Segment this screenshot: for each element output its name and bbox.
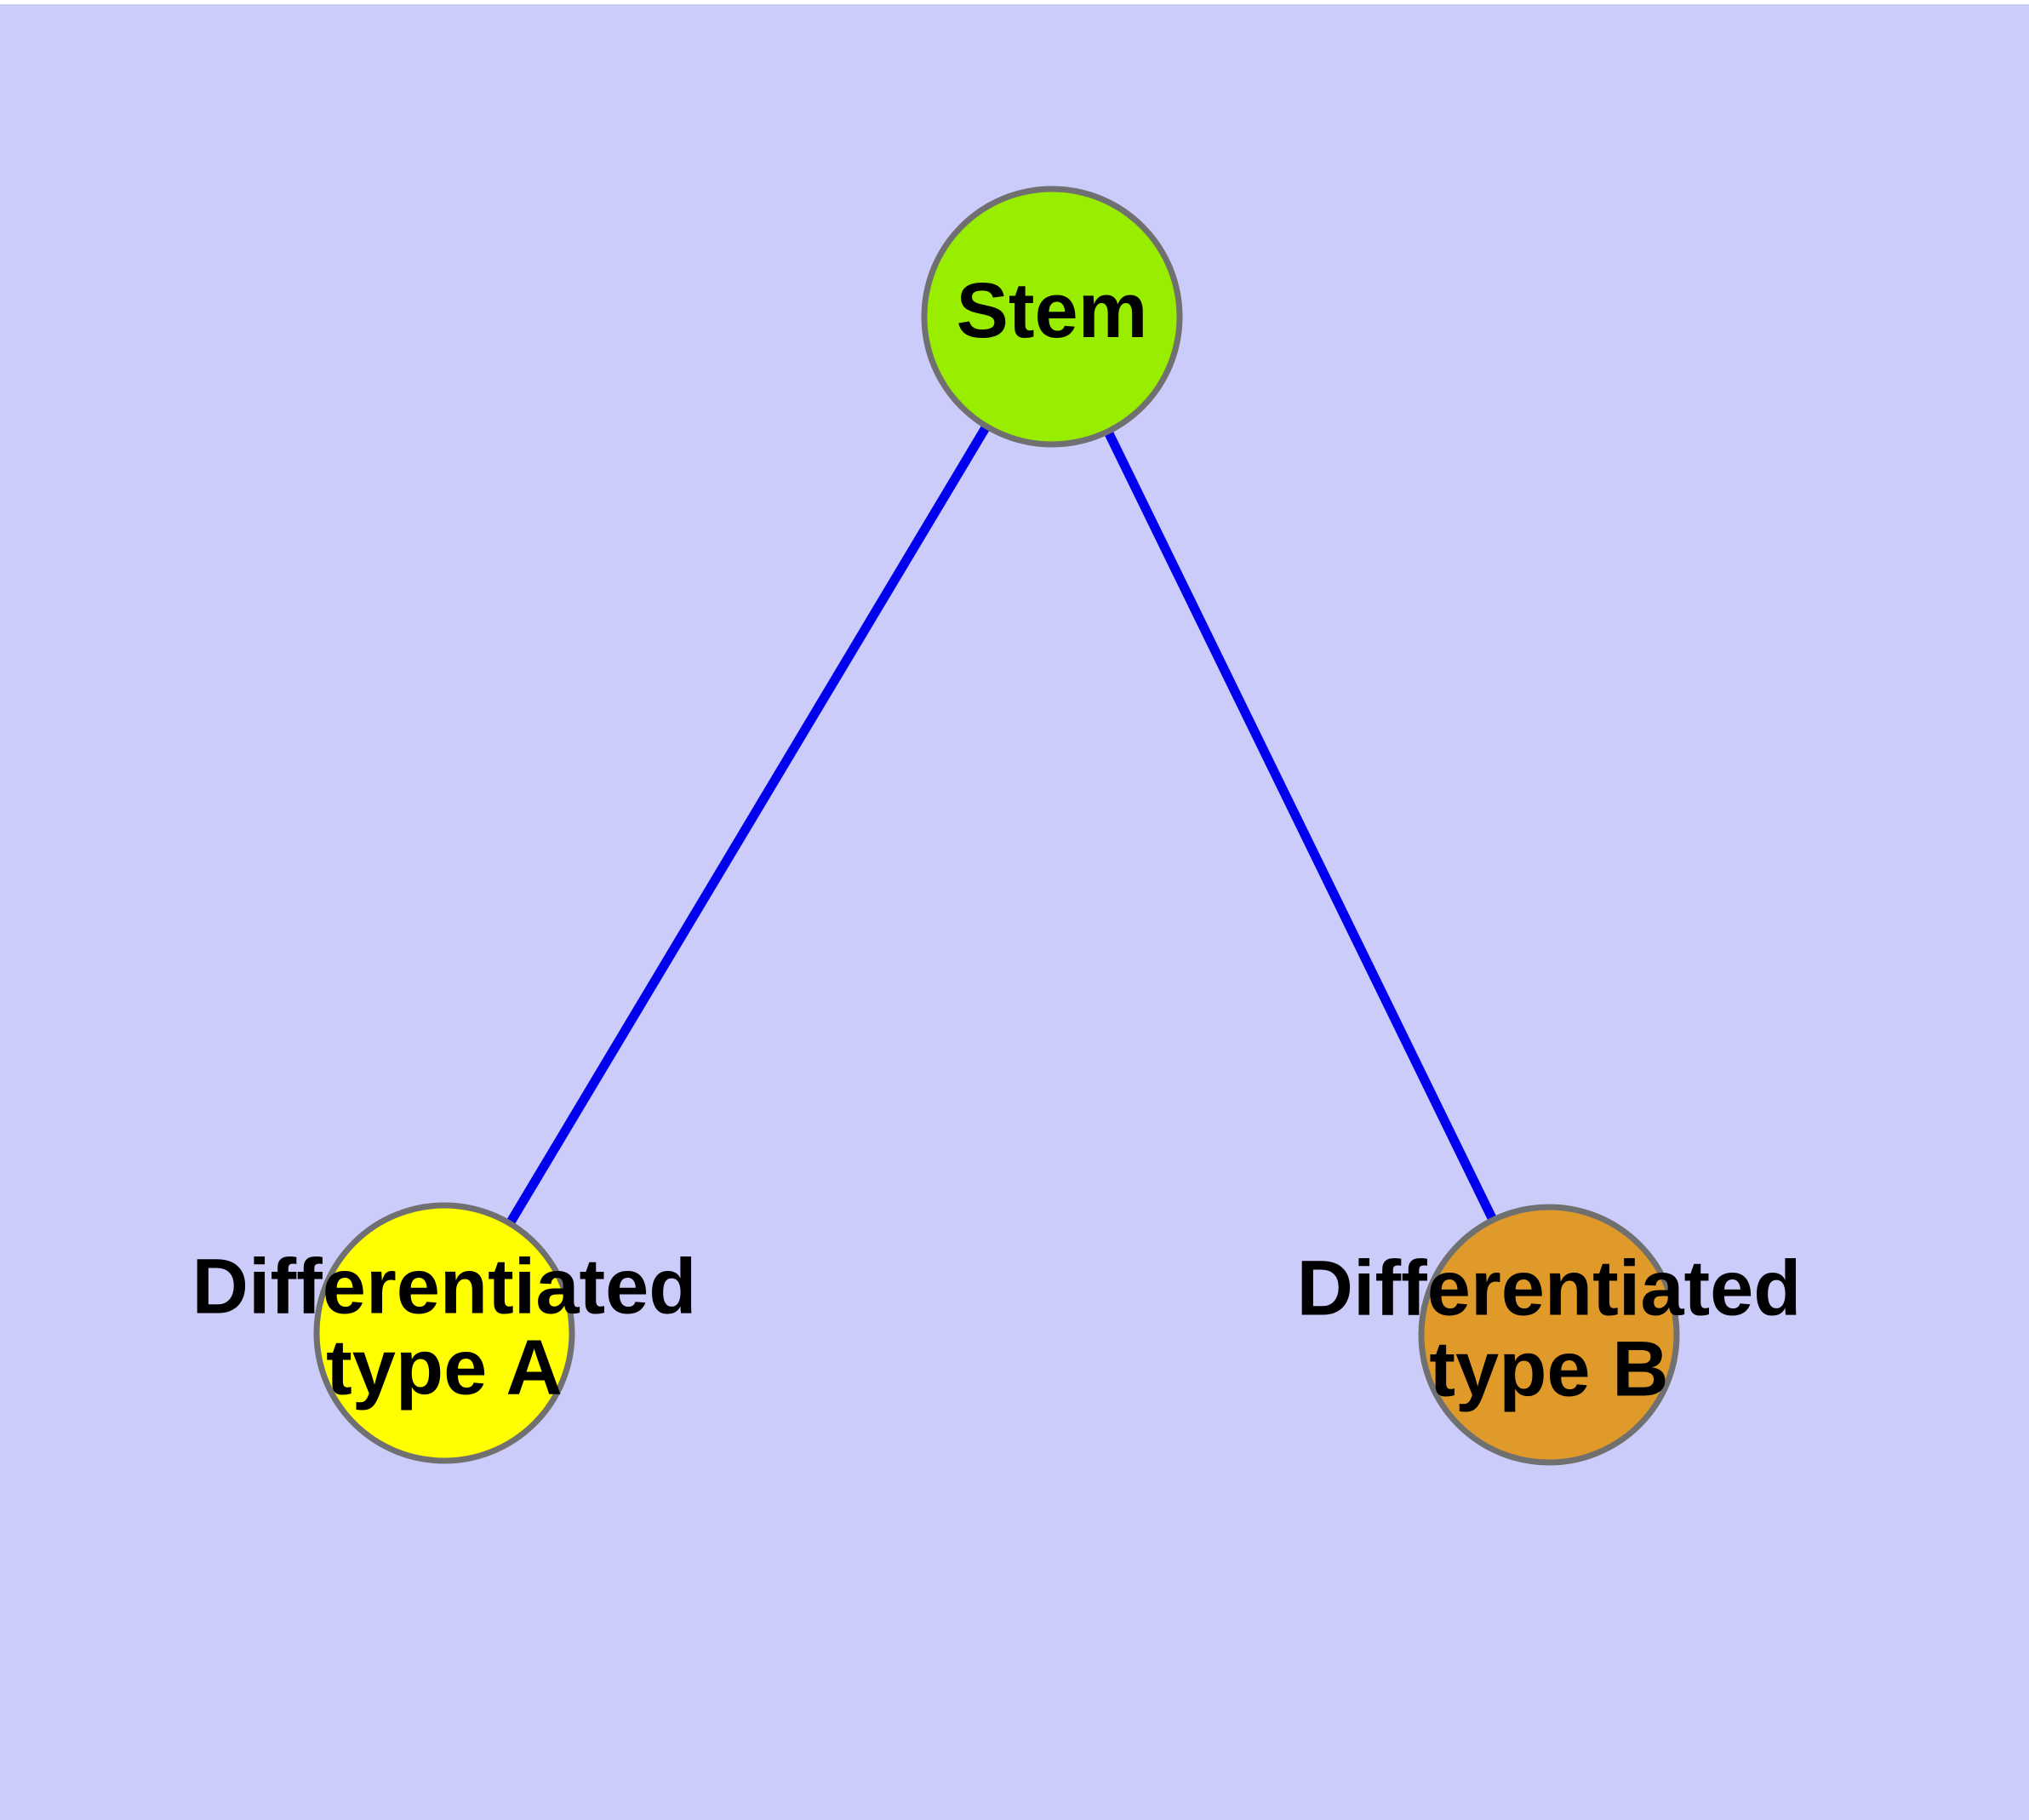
node-stem-circle[interactable] bbox=[921, 186, 1183, 448]
node-differentiated-type-b[interactable] bbox=[1418, 1204, 1680, 1466]
node-stem[interactable] bbox=[921, 186, 1183, 448]
canvas-top-margin bbox=[0, 0, 2029, 4]
node-label-line: type B bbox=[1429, 1326, 1668, 1413]
node-label-line: Differentiated bbox=[1297, 1245, 1802, 1332]
edge-stem-to-differentiated-type-b[interactable] bbox=[1048, 314, 1553, 1337]
node-stem-label: Stem bbox=[957, 267, 1148, 354]
node-differentiated-type-b-circle[interactable] bbox=[1418, 1204, 1680, 1466]
edge-stem-to-differentiated-type-a[interactable] bbox=[440, 314, 1056, 1336]
node-layer bbox=[313, 186, 1680, 1466]
node-differentiated-type-a[interactable] bbox=[313, 1202, 575, 1464]
node-differentiated-type-a-circle[interactable] bbox=[313, 1202, 575, 1464]
edge-layer bbox=[440, 314, 1553, 1337]
node-label-line: Differentiated bbox=[192, 1244, 697, 1331]
node-label-line: Stem bbox=[957, 267, 1148, 354]
node-label-line: type A bbox=[326, 1325, 563, 1411]
